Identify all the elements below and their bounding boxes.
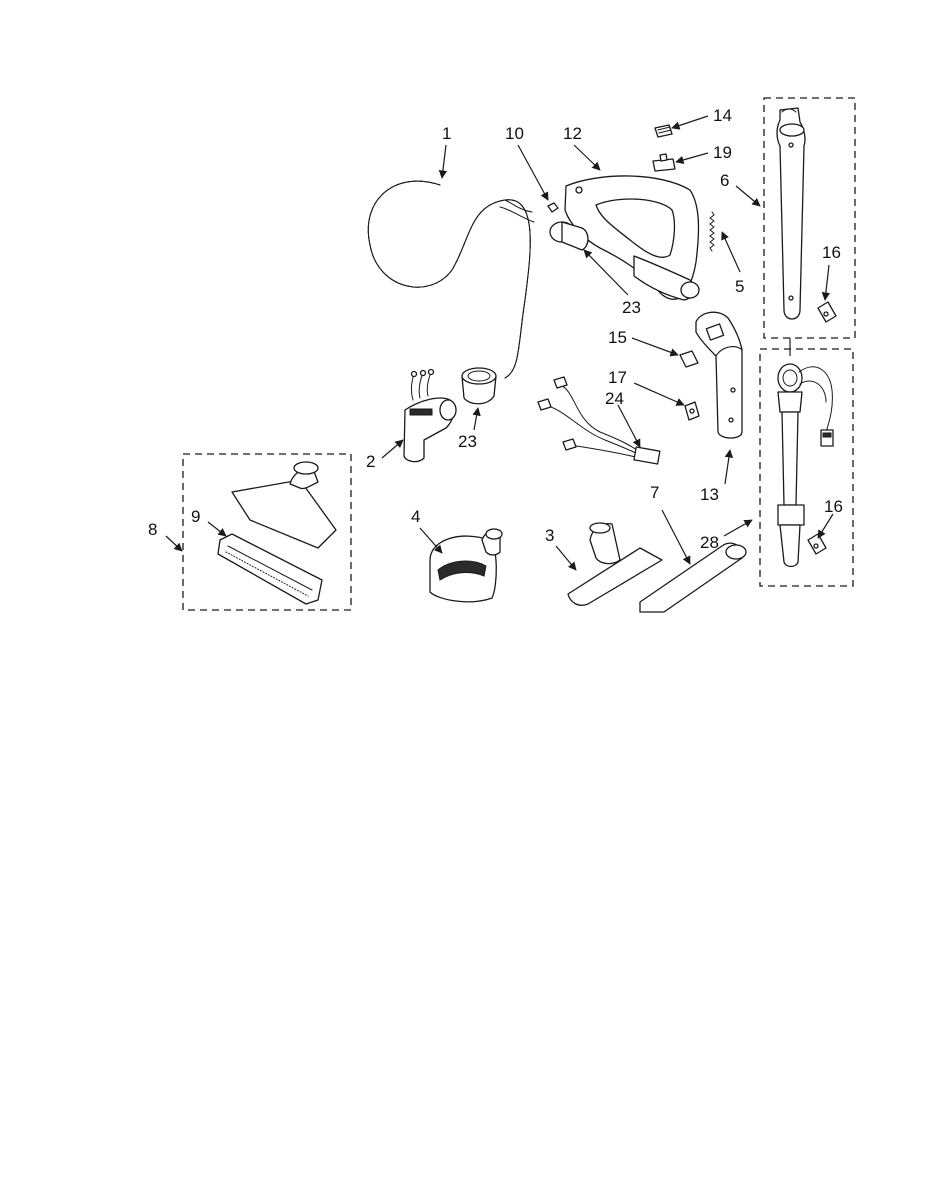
callout-3: 3: [545, 526, 554, 545]
handle-tube-icon: [695, 311, 743, 439]
callout-12: 12: [563, 124, 582, 143]
callout-9: 9: [191, 507, 200, 526]
handle-icon: [564, 175, 700, 301]
callout-16-upper: 16: [822, 243, 841, 262]
handle-connector-icon: [549, 221, 589, 251]
wand-upper-group-box: [763, 97, 856, 339]
wand-clip-lower-icon: [807, 533, 827, 555]
floor-brush-group-box: [182, 453, 352, 611]
hose-end-connector-icon: [403, 368, 457, 463]
switch-icon: [652, 153, 676, 172]
crevice-tool-icon: [639, 542, 747, 613]
screw-icon: [547, 202, 559, 213]
callout-5: 5: [735, 277, 744, 296]
floor-tool-icon: [567, 522, 663, 606]
callout-17: 17: [608, 368, 627, 387]
hose-icon: [367, 180, 535, 379]
callout-4: 4: [411, 507, 420, 526]
turbo-brush-icon: [429, 528, 503, 603]
callout-2: 2: [366, 452, 375, 471]
callout-8: 8: [148, 520, 157, 539]
callout-23-upper: 23: [622, 298, 641, 317]
callout-28: 28: [700, 533, 719, 552]
wand-lower-group-box: [759, 348, 854, 587]
switch-button-icon: [654, 124, 673, 138]
floor-brush-icon: [231, 461, 337, 549]
callout-7: 7: [650, 483, 659, 502]
hose-cuff-icon: [461, 367, 497, 405]
callout-16-lower: 16: [824, 497, 843, 516]
callout-24: 24: [605, 389, 624, 408]
wand-lower-icon: [777, 363, 834, 568]
callout-6: 6: [720, 171, 729, 190]
wand-upper-icon: [776, 107, 806, 320]
callout-1: 1: [442, 124, 451, 143]
callout-15: 15: [608, 328, 627, 347]
callout-14: 14: [713, 106, 732, 125]
brush-strip-icon: [217, 533, 323, 605]
callout-13: 13: [700, 485, 719, 504]
leader-lines: [165, 115, 834, 571]
callout-23-lower: 23: [458, 432, 477, 451]
latch-icon: [684, 401, 700, 421]
wire-harness-icon: [537, 376, 661, 465]
callout-19: 19: [713, 143, 732, 162]
wand-clip-upper-icon: [817, 301, 837, 323]
spring-icon: [709, 211, 715, 252]
clip-icon: [679, 350, 699, 368]
callout-10: 10: [505, 124, 524, 143]
